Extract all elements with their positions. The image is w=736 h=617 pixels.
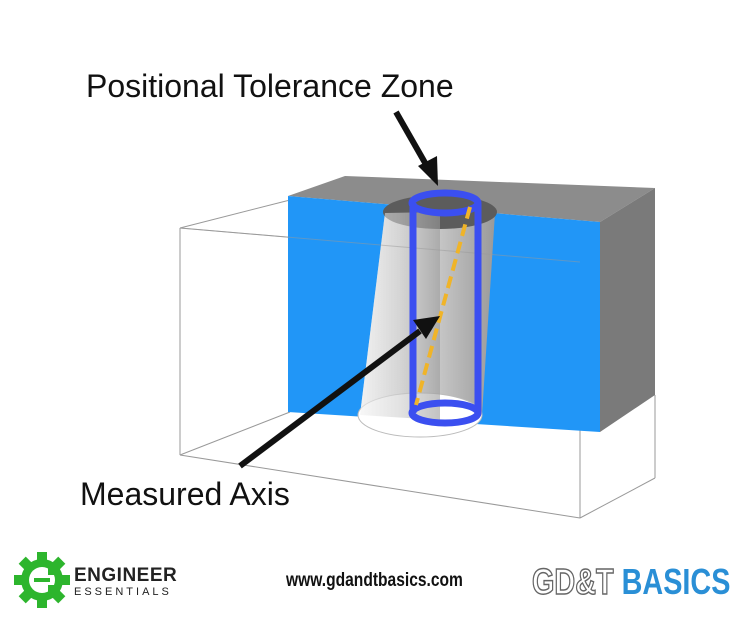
tolerance-zone-cylinder bbox=[408, 189, 482, 427]
gdt-logo-part2: BASICS bbox=[621, 561, 731, 602]
block-side-face bbox=[600, 188, 655, 432]
arrow-tolerance-zone bbox=[393, 110, 438, 186]
tolerance-zone-label: Positional Tolerance Zone bbox=[86, 68, 454, 104]
engineer-essentials-brand: ENGINEER ESSENTIALS bbox=[74, 566, 177, 598]
measured-axis-label: Measured Axis bbox=[80, 476, 290, 512]
engineer-essentials-logo-icon bbox=[14, 552, 70, 608]
arrow-measured-axis bbox=[238, 316, 440, 469]
website-url: www.gdandtbasics.com bbox=[286, 570, 463, 591]
brand-line2: ESSENTIALS bbox=[74, 586, 172, 598]
measured-axis-line bbox=[414, 206, 472, 406]
brand-line1: ENGINEER bbox=[74, 565, 178, 586]
gdt-logo-part1: GD&T bbox=[531, 560, 614, 603]
gdt-basics-logo: GD&T BASICS bbox=[531, 560, 731, 603]
